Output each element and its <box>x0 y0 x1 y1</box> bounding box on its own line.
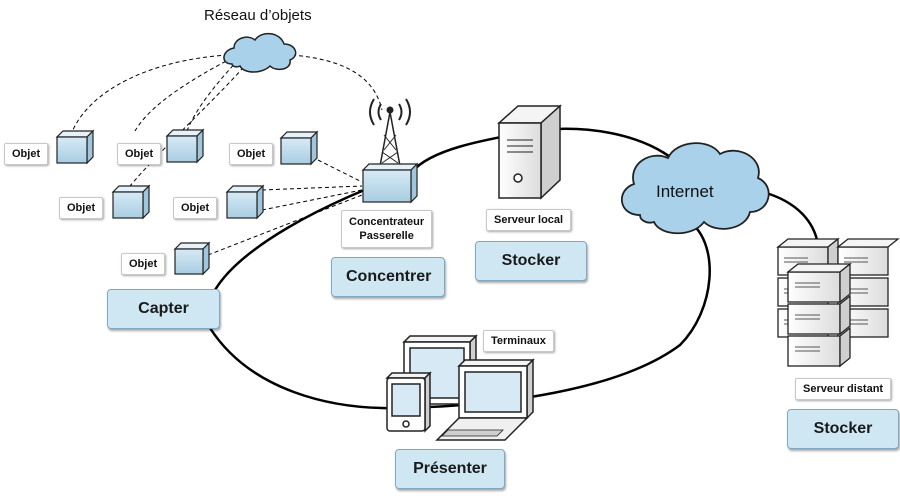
local-server-icon <box>497 104 562 200</box>
cube-icon <box>55 129 95 165</box>
network-cloud-icon <box>223 32 297 73</box>
object-label: Objet <box>117 143 162 165</box>
gateway-label-line1: Concentrateur <box>349 216 425 228</box>
object-label: Objet <box>121 253 166 275</box>
gateway-label: Concentrateur Passerelle <box>341 210 433 248</box>
laptop-icon <box>435 358 535 441</box>
remote-server-farm-icon <box>776 237 900 368</box>
stocker-local-box[interactable]: Stocker <box>475 241 587 281</box>
terminals-label: Terminaux <box>483 330 554 352</box>
internet-cloud-icon <box>620 142 770 235</box>
network-title: Réseau d’objets <box>204 7 312 24</box>
cloud-links <box>71 54 383 187</box>
local-server-label: Serveur local <box>486 209 572 231</box>
gateway-links <box>207 159 363 256</box>
gateway-antenna-icon <box>369 98 411 167</box>
phone-icon <box>385 371 432 433</box>
internet-label: Internet <box>656 182 714 201</box>
cube-icon <box>111 184 151 220</box>
object-label: Objet <box>4 143 49 165</box>
presenter-box[interactable]: Présenter <box>395 449 505 489</box>
object-label: Objet <box>59 197 104 219</box>
remote-server-label: Serveur distant <box>795 378 892 400</box>
object-cube-icons <box>55 128 319 276</box>
gateway-box-icon <box>361 162 419 204</box>
object-label: Objet <box>173 197 218 219</box>
cube-icon <box>279 130 319 166</box>
cube-icon <box>173 241 211 276</box>
cube-icon <box>165 128 205 164</box>
gateway-label-line2: Passerelle <box>359 230 414 242</box>
cube-icon <box>225 184 265 220</box>
capter-box[interactable]: Capter <box>107 289 220 329</box>
stocker-distant-box[interactable]: Stocker <box>787 409 899 449</box>
object-label: Objet <box>229 143 274 165</box>
concentrer-box[interactable]: Concentrer <box>331 257 445 297</box>
